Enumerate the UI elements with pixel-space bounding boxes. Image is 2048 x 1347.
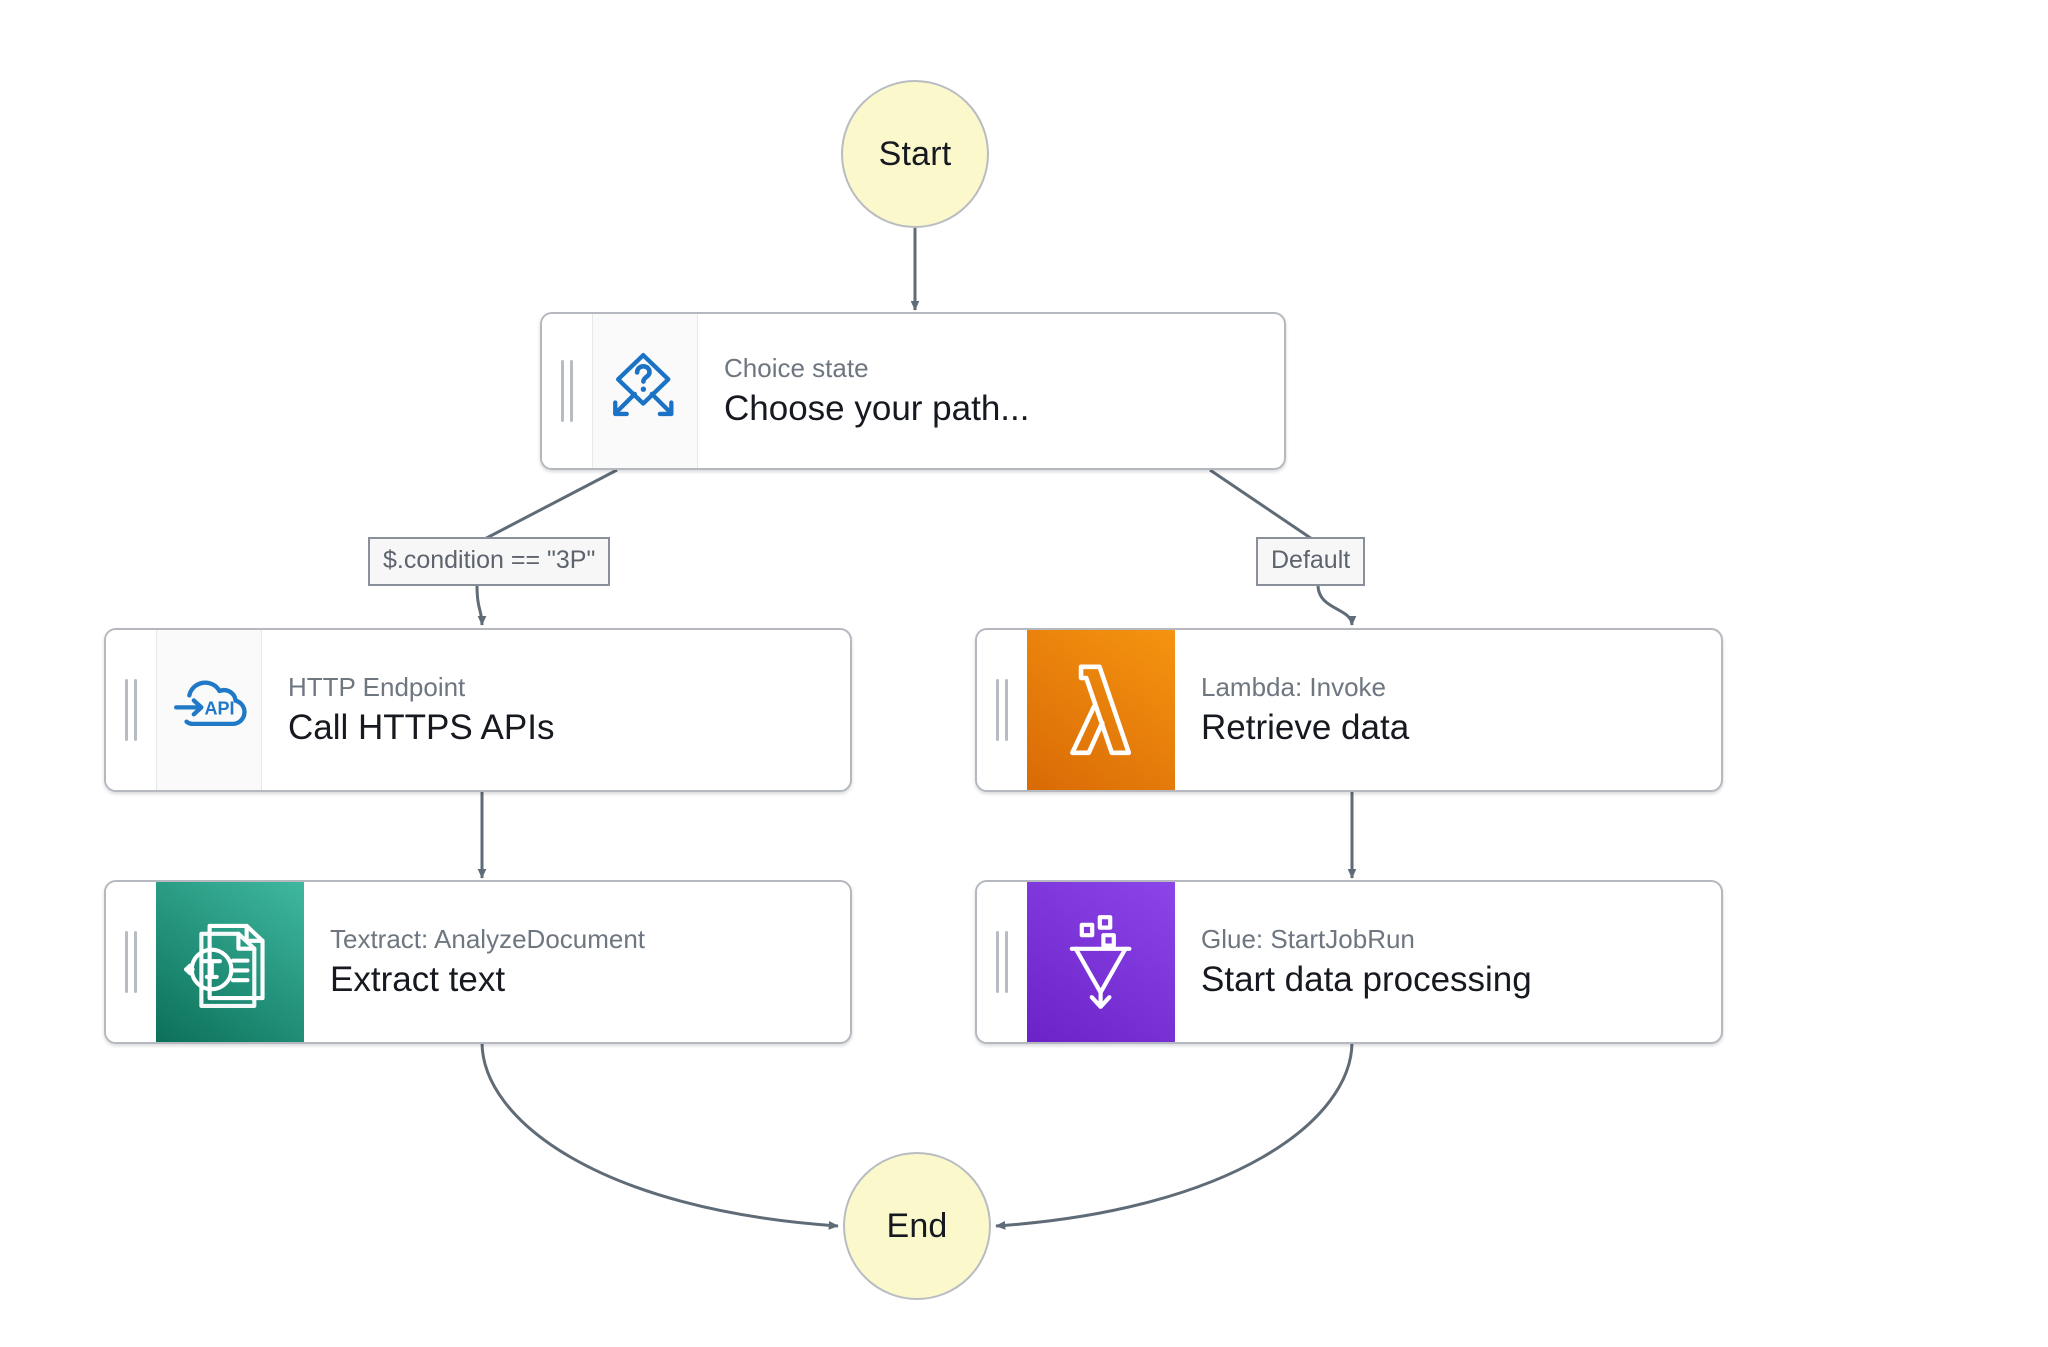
edge-textract-to-end [480, 1041, 839, 1230]
state-node-http-endpoint[interactable]: API HTTP Endpoint Call HTTPS APIs [104, 628, 852, 792]
edge-label-default[interactable]: Default [1256, 537, 1366, 586]
end-node[interactable]: End [843, 1152, 991, 1300]
node-subtitle: Glue: StartJobRun [1201, 923, 1415, 954]
choice-diamond-question-icon [592, 314, 698, 468]
glue-funnel-icon [1027, 882, 1175, 1042]
edge-condition-label-to-http [475, 584, 487, 626]
drag-handle[interactable] [542, 314, 592, 468]
edge-glue-to-end [995, 1041, 1354, 1230]
state-node-choice[interactable]: Choice state Choose your path... [540, 312, 1286, 470]
node-subtitle: HTTP Endpoint [288, 671, 466, 702]
lambda-icon [1027, 630, 1175, 790]
node-title: Call HTTPS APIs [288, 708, 555, 748]
drag-handle[interactable] [106, 882, 156, 1042]
edge-label-condition-text: $.condition == "3P" [383, 546, 596, 574]
node-subtitle: Choice state [724, 352, 869, 383]
node-labels: Lambda: Invoke Retrieve data [1175, 630, 1721, 790]
node-labels: HTTP Endpoint Call HTTPS APIs [262, 630, 850, 790]
edge-choice-to-default-label [1209, 468, 1319, 545]
node-subtitle: Textract: AnalyzeDocument [330, 923, 646, 954]
node-title: Extract text [330, 960, 506, 1000]
drag-handle[interactable] [977, 630, 1027, 790]
edge-label-condition[interactable]: $.condition == "3P" [368, 537, 611, 586]
node-title: Retrieve data [1201, 708, 1410, 748]
edge-choice-to-condition-label [476, 468, 618, 545]
node-labels: Glue: StartJobRun Start data processing [1175, 882, 1721, 1042]
edge-label-default-text: Default [1271, 546, 1351, 574]
drag-handle[interactable] [977, 882, 1027, 1042]
node-title: Choose your path... [724, 389, 1030, 429]
node-title: Start data processing [1201, 960, 1532, 1000]
drag-handle[interactable] [106, 630, 156, 790]
state-node-textract[interactable]: Textract: AnalyzeDocument Extract text [104, 880, 852, 1044]
end-label: End [886, 1206, 948, 1245]
node-labels: Textract: AnalyzeDocument Extract text [304, 882, 850, 1042]
state-node-glue[interactable]: Glue: StartJobRun Start data processing [975, 880, 1723, 1044]
node-subtitle: Lambda: Invoke [1201, 671, 1387, 702]
edge-default-label-to-lambda [1316, 584, 1357, 626]
start-label: Start [878, 134, 952, 173]
textract-document-icon [156, 882, 304, 1042]
start-node[interactable]: Start [841, 80, 989, 228]
http-endpoint-cloud-api-icon: API [156, 630, 262, 790]
svg-text:API: API [205, 699, 235, 719]
node-labels: Choice state Choose your path... [698, 314, 1284, 468]
state-node-lambda[interactable]: Lambda: Invoke Retrieve data [975, 628, 1723, 792]
